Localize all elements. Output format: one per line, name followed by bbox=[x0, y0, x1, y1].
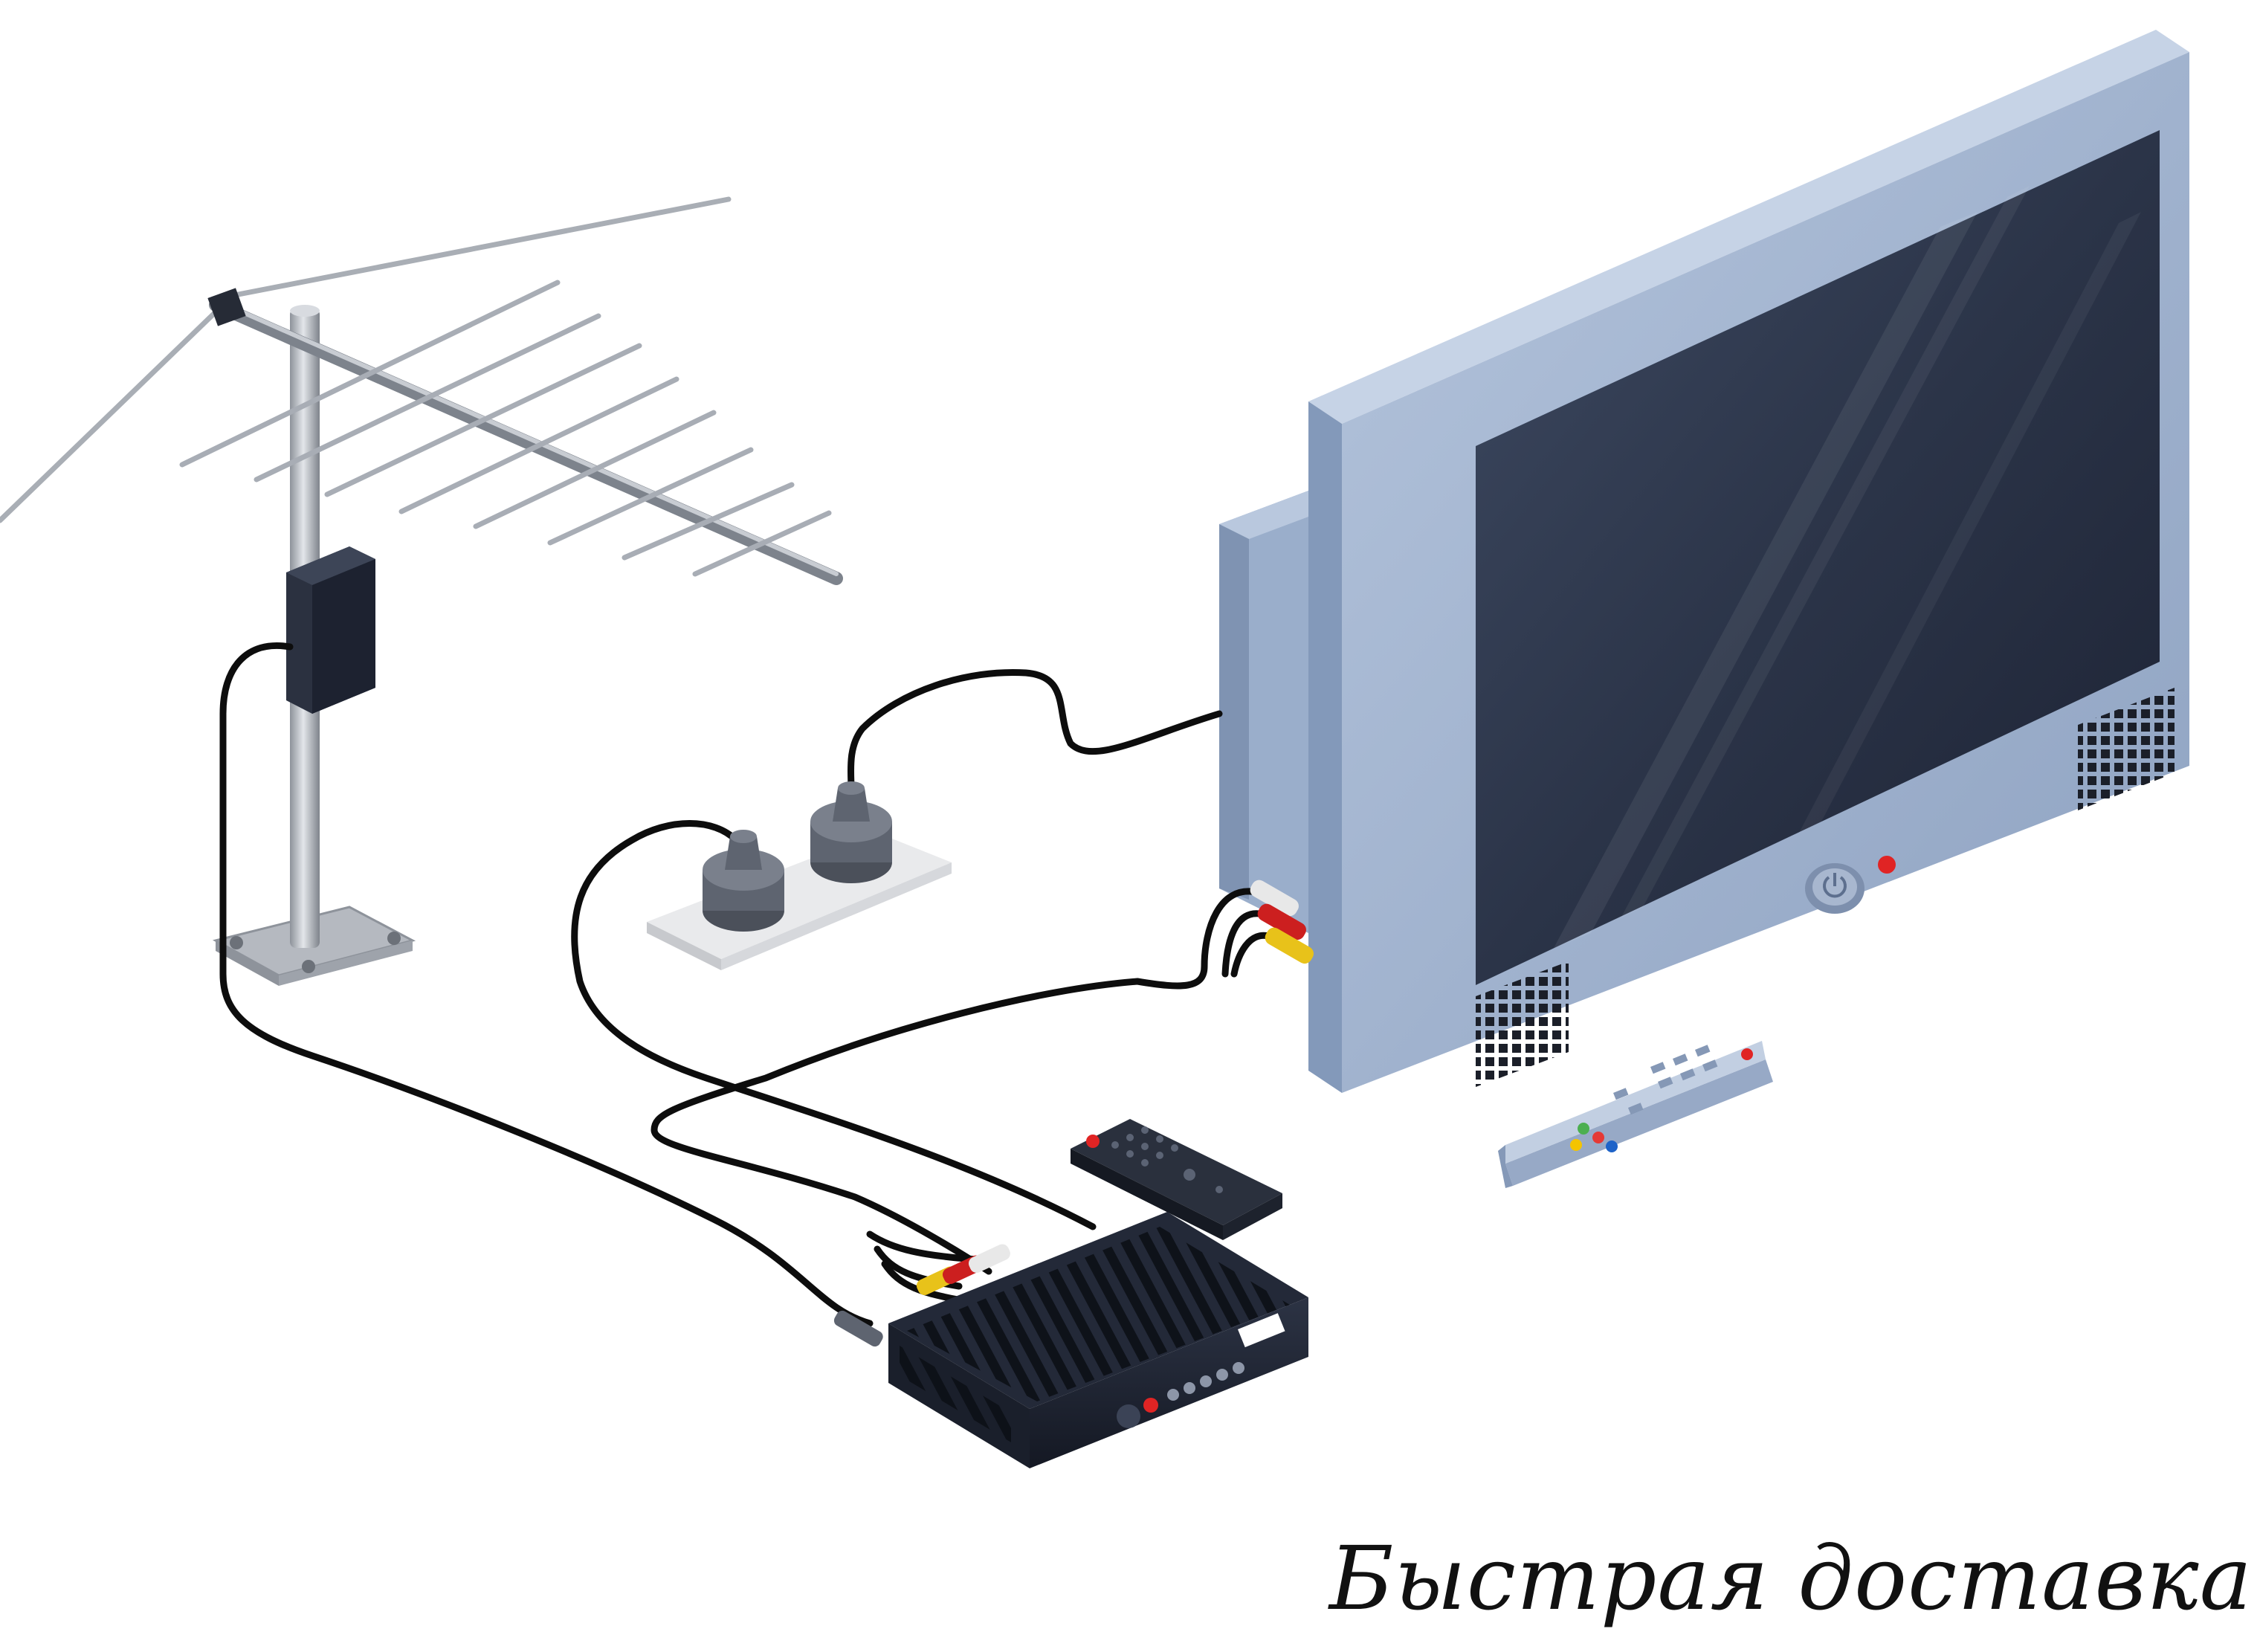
receiver-power-led bbox=[1143, 1398, 1158, 1413]
power-outlet-icon bbox=[647, 781, 952, 970]
antenna-amplifier bbox=[286, 546, 375, 714]
power-plug bbox=[810, 781, 892, 883]
tv-power-button bbox=[1805, 863, 1864, 914]
tv-power-led bbox=[1878, 856, 1896, 874]
tv-icon bbox=[1219, 30, 2189, 1093]
cables bbox=[223, 645, 1271, 1323]
delivery-caption: Быстрая доставка bbox=[1329, 1527, 2253, 1630]
power-plug bbox=[703, 830, 784, 932]
